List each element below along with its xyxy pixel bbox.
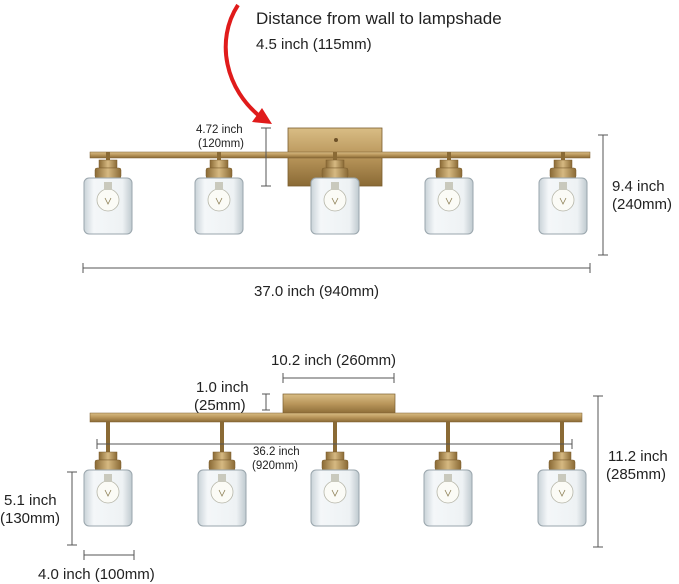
front-total-height-line2: (240mm) [612,196,673,213]
front-backplate-height-line2: (120mm) [198,138,245,150]
top-arm-span-line2: (920mm) [252,460,299,472]
top-arm-span-line1: 36.2 inch [253,446,300,458]
top-total-height-line2: (285mm) [606,466,667,483]
front-backplate-height-line1: 4.72 inch [196,124,243,136]
shade-height-line1: 5.1 inch [4,492,57,509]
shade-height-line2: (130mm) [0,510,61,527]
top-total-height-line1: 11.2 inch [608,448,668,465]
top-depth-line1: 1.0 inch [196,379,249,396]
distance-arrow [223,3,264,120]
top-lamps [83,422,587,527]
title-line2: 4.5 inch (115mm) [256,36,372,53]
top-depth-line2: (25mm) [194,397,246,414]
title-line1: Distance from wall to lampshade [256,9,502,28]
front-lamps [83,152,588,235]
front-total-height-line1: 9.4 inch [612,178,665,195]
shade-width: 4.0 inch (100mm) [38,566,155,583]
front-bar [89,151,591,159]
front-total-width: 37.0 inch (940mm) [254,283,380,300]
top-bar [89,412,583,423]
top-backplate [282,393,396,415]
top-backplate-width: 10.2 inch (260mm) [271,352,397,369]
